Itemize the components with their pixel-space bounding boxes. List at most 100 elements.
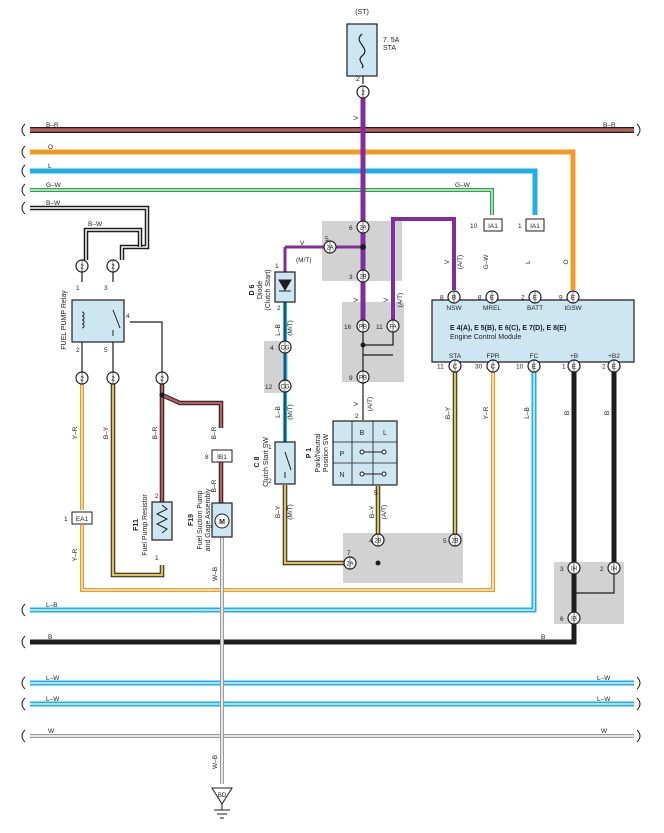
svg-text:IB: IB — [571, 617, 577, 623]
svg-text:B–Y: B–Y — [445, 406, 452, 419]
svg-text:(A/T): (A/T) — [381, 505, 388, 519]
svg-text:4: 4 — [126, 313, 130, 320]
svg-text:O: O — [563, 259, 570, 264]
svg-text:5: 5 — [325, 236, 329, 243]
ecm-title: E 4(A), E 5(B), E 6(C), E 7(D), E 8(E) — [450, 325, 566, 332]
svg-text:L: L — [383, 430, 387, 437]
connector-PB-9: PB — [356, 370, 370, 384]
svg-text:CG: CG — [281, 385, 290, 391]
svg-text:B–Y: B–Y — [369, 505, 376, 518]
svg-text:9: 9 — [559, 295, 563, 302]
park-neutral-switch: B L P N 25 P 1 Park/Neutral Position SW — [306, 413, 398, 497]
svg-text:B: B — [48, 634, 52, 641]
svg-text:B–W: B–W — [88, 221, 103, 228]
engine-control-module: E 4(A), E 5(B), E 6(C), E 7(D), E 8(E) E… — [431, 290, 635, 373]
clutch-start-switch: 12 C 8 Clutch Start SW — [254, 437, 296, 487]
svg-text:FPR: FPR — [487, 353, 500, 360]
svg-text:W: W — [601, 728, 608, 735]
svg-text:B: B — [564, 411, 571, 415]
connector-2B-5: 2B — [448, 533, 462, 547]
svg-text:2: 2 — [80, 264, 84, 271]
svg-text:11: 11 — [376, 324, 383, 331]
svg-text:M: M — [219, 519, 225, 526]
svg-text:Y–R: Y–R — [483, 406, 490, 419]
svg-text:B: B — [360, 430, 365, 437]
svg-text:IA1: IA1 — [488, 223, 498, 230]
svg-text:CG: CG — [281, 346, 290, 352]
svg-text:2B: 2B — [374, 539, 381, 545]
svg-text:1: 1 — [562, 364, 566, 371]
svg-text:2B: 2B — [359, 275, 366, 281]
svg-text:(A/T): (A/T) — [367, 397, 374, 411]
svg-text:G–W: G–W — [455, 182, 471, 189]
svg-text:2: 2 — [600, 566, 604, 573]
svg-text:L: L — [48, 163, 52, 170]
svg-text:G–W: G–W — [483, 254, 490, 270]
svg-text:3: 3 — [349, 274, 353, 281]
connector-FA-11: FA — [386, 319, 400, 333]
diode: 12 D 6 Diode (Clutch Start) — [249, 263, 296, 312]
svg-text:6: 6 — [560, 616, 564, 623]
svg-text:L–B: L–B — [46, 602, 58, 609]
connector-CG-4: CG — [278, 340, 292, 354]
svg-text:V: V — [353, 115, 360, 120]
connector-relay-2d: 2 — [106, 371, 120, 385]
svg-text:+B: +B — [570, 353, 578, 360]
svg-text:B–Y: B–Y — [103, 426, 110, 439]
svg-text:L–W: L–W — [597, 696, 611, 703]
connector-CG-12: CG — [278, 379, 292, 393]
svg-text:5: 5 — [443, 538, 447, 545]
svg-text:(Clutch Start): (Clutch Start) — [265, 269, 272, 310]
svg-text:2: 2 — [602, 364, 606, 371]
svg-text:9: 9 — [349, 375, 353, 382]
svg-text:1: 1 — [268, 444, 272, 451]
svg-text:2: 2 — [361, 90, 365, 97]
svg-text:12: 12 — [265, 384, 273, 391]
svg-text:BD: BD — [218, 793, 227, 799]
connector-IH-3: IH — [567, 561, 581, 575]
svg-text:IGSW: IGSW — [564, 305, 582, 312]
svg-text:B–R: B–R — [46, 122, 59, 129]
svg-text:E: E — [533, 295, 538, 302]
svg-text:2A: 2A — [326, 246, 333, 252]
svg-text:10: 10 — [516, 364, 524, 371]
ecm-subtitle: Engine Control Module — [450, 334, 521, 341]
svg-text:IA1: IA1 — [530, 223, 540, 230]
svg-text:Fuel Suction Pump: Fuel Suction Pump — [197, 490, 204, 549]
svg-text:5: 5 — [374, 490, 378, 497]
svg-text:FA: FA — [389, 325, 396, 331]
fuse-source: (ST) — [355, 9, 369, 16]
connector-fuse-out: 2 — [356, 85, 370, 99]
svg-text:L–W: L–W — [46, 696, 60, 703]
connector-relay-2a: 2 — [75, 259, 89, 273]
svg-text:2: 2 — [521, 295, 525, 302]
svg-text:L: L — [525, 260, 532, 264]
svg-text:B: B — [452, 295, 456, 302]
svg-text:E: E — [572, 364, 577, 371]
svg-text:L–B: L–B — [275, 406, 282, 418]
svg-text:STA: STA — [449, 353, 462, 360]
svg-text:8: 8 — [205, 454, 209, 461]
svg-text:(M/T): (M/T) — [287, 504, 294, 520]
svg-text:N: N — [339, 472, 344, 479]
svg-text:(A/T): (A/T) — [397, 293, 404, 307]
connector-IH-2: IH — [607, 561, 621, 575]
connector-2B-3: 2B — [356, 269, 370, 283]
relay-name: FUEL PUMP Relay — [61, 290, 68, 350]
svg-text:FC: FC — [530, 353, 539, 360]
svg-text:B–R: B–R — [211, 479, 218, 492]
svg-text:Clutch Start SW: Clutch Start SW — [263, 437, 270, 487]
svg-text:MREL: MREL — [483, 305, 501, 312]
connector-circles: 2 2A 2A 2B PB FA PB CG CG 2B 2B 2A 2 2 2… — [75, 85, 621, 625]
svg-text:6: 6 — [349, 225, 353, 232]
fuel-suction-pump: M F19 Fuel Suction Pump and Gage Assembl… — [188, 488, 233, 551]
fuse-name: STA — [383, 45, 396, 52]
svg-text:W: W — [48, 728, 55, 735]
svg-text:2: 2 — [111, 376, 115, 383]
svg-text:V: V — [444, 259, 451, 264]
svg-text:10: 10 — [470, 223, 478, 230]
svg-text:PB: PB — [359, 325, 367, 331]
svg-text:1: 1 — [518, 223, 522, 230]
